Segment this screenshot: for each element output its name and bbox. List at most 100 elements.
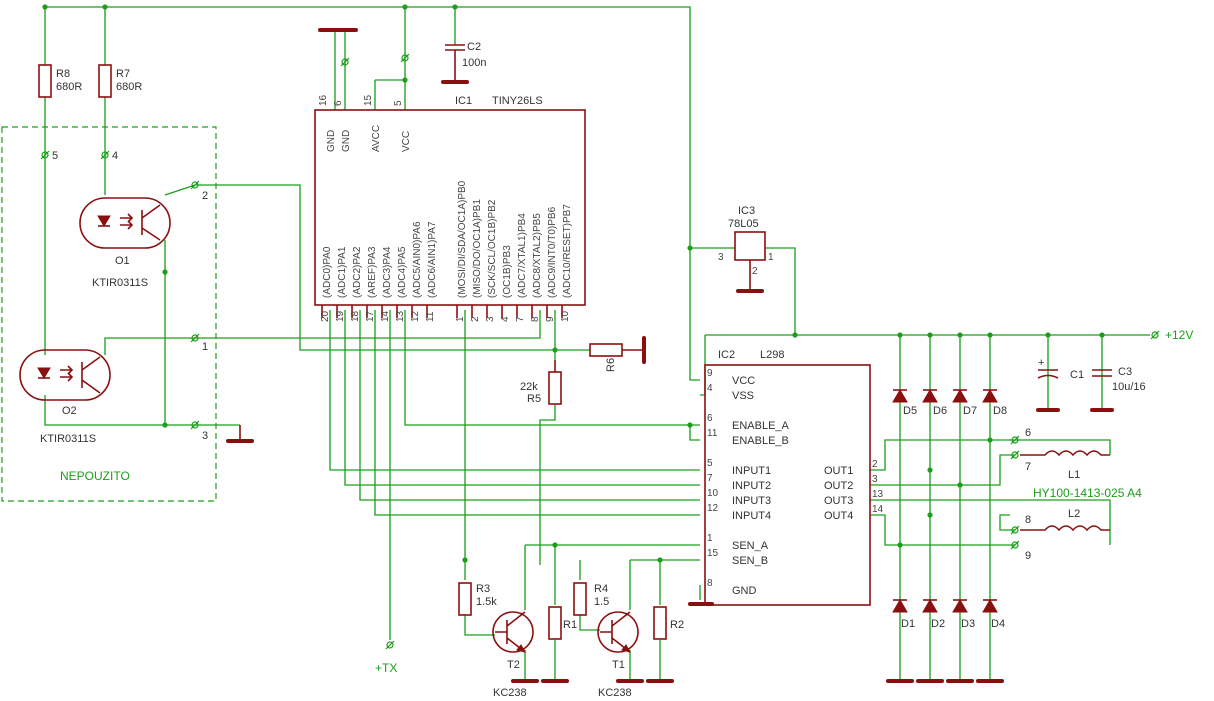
t2-name: T2 bbox=[507, 659, 520, 671]
ic1-bottom-pin-num: 4 bbox=[500, 316, 511, 322]
ic2-left-pin-label: SEN_B bbox=[732, 555, 768, 567]
ic2-right-pin-num: 13 bbox=[872, 489, 884, 500]
ic1-top-pin-label: GND bbox=[326, 130, 337, 152]
tx-label: +TX bbox=[375, 661, 397, 675]
ic3-pin-1: 1 bbox=[768, 252, 774, 263]
c3-name: C3 bbox=[1118, 366, 1132, 378]
capacitor-c3: C3 10u/16 bbox=[1090, 366, 1146, 412]
ic2-left-pin-num: 11 bbox=[707, 428, 718, 439]
ic1-bottom-pin-label: (ADC4)PA5 bbox=[397, 246, 408, 298]
connector-pin-label: 7 bbox=[1025, 461, 1031, 473]
ic1-bottom-pin-num: 14 bbox=[380, 310, 391, 322]
ic2-left-pin-label: ENABLE_A bbox=[732, 420, 790, 432]
diode-label: D5 bbox=[903, 405, 917, 417]
wires bbox=[44, 6, 1150, 680]
ic1-bottom-pin-num: 11 bbox=[425, 311, 436, 322]
c1-name: C1 bbox=[1070, 369, 1084, 381]
opto-o1: O1 KTIR0311S bbox=[79, 197, 171, 289]
ic3: IC3 78L05 3 2 1 bbox=[718, 205, 774, 293]
ic2-left-pin-label: VCC bbox=[732, 375, 755, 387]
connector-pin-label: 5 bbox=[52, 150, 58, 162]
ic1-bottom-pin-num: 8 bbox=[530, 316, 541, 322]
diode-d1: D1 bbox=[892, 599, 915, 630]
ic2-left-pins: 9VCC4VSS6ENABLE_A11ENABLE_B5INPUT17INPUT… bbox=[707, 368, 790, 597]
ic2-right-pin-label: OUT3 bbox=[824, 495, 853, 507]
resistor-r8: R8 680R bbox=[38, 64, 82, 98]
ic1-name: IC1 bbox=[455, 95, 472, 107]
r8-name: R8 bbox=[56, 68, 70, 80]
ic1-top-pin-num: 15 bbox=[363, 94, 374, 106]
ic2-name: IC2 bbox=[718, 349, 735, 361]
ic1-bottom-pin-num: 7 bbox=[515, 316, 526, 322]
resistor-r4: R4 1.5 bbox=[573, 582, 609, 616]
ic2-value: L298 bbox=[760, 349, 784, 361]
ic1-top-pin-num: 5 bbox=[393, 100, 404, 106]
l2-name: L2 bbox=[1068, 508, 1080, 520]
ic2-right-pin-num: 2 bbox=[872, 459, 878, 470]
grounds bbox=[226, 28, 1004, 683]
ic3-pin-2: 2 bbox=[752, 266, 758, 277]
coil-l2: L2 bbox=[1020, 508, 1110, 532]
ic1-bottom-pin-num: 10 bbox=[560, 310, 571, 322]
ic2-left-pin-label: GND bbox=[732, 585, 757, 597]
opto-o2: O2 KTIR0311S bbox=[19, 349, 111, 445]
r3-value: 1.5k bbox=[476, 596, 497, 608]
ic1-bottom-pin-num: 18 bbox=[350, 310, 361, 322]
diode-label: D3 bbox=[961, 618, 975, 630]
ic1-bottom-pin-label: (ADC6/AIN1)PA7 bbox=[427, 221, 438, 298]
r7-name: R7 bbox=[116, 68, 130, 80]
motor-label: HY100-1413-025 A4 bbox=[1033, 486, 1142, 500]
ic1-bottom-pin-label: (ADC5/AIN0)PA6 bbox=[412, 221, 423, 298]
transistor-t2: T2 KC238 bbox=[492, 611, 539, 699]
ic1-bottom-pin-num: 12 bbox=[410, 310, 421, 322]
r3-name: R3 bbox=[476, 583, 490, 595]
diode-d5: D5 bbox=[892, 389, 917, 417]
ic1-bottom-pin-label: (ADC10/RESET)PB7 bbox=[562, 204, 573, 298]
ic2-left-pin-label: INPUT2 bbox=[732, 480, 771, 492]
ic2-right-pin-label: OUT1 bbox=[824, 465, 853, 477]
ic2-left-pin-label: INPUT1 bbox=[732, 465, 771, 477]
diode-label: D6 bbox=[933, 405, 947, 417]
ic1-top-pin-label: AVCC bbox=[371, 125, 382, 152]
diode-d6: D6 bbox=[922, 389, 947, 417]
ic1-bottom-pin-num: 20 bbox=[320, 310, 331, 322]
ic2-right-pin-num: 3 bbox=[872, 474, 878, 485]
ic2-left-pin-label: INPUT3 bbox=[732, 495, 771, 507]
r8-value: 680R bbox=[56, 81, 82, 93]
ic1-bottom-pin-label: (OC1B)PB3 bbox=[502, 245, 513, 298]
diode-d2: D2 bbox=[922, 599, 945, 630]
ic1-bottom-pin-num: 3 bbox=[485, 316, 496, 322]
resistor-r2: R2 bbox=[653, 606, 684, 640]
ic2-left-pin-label: VSS bbox=[732, 390, 754, 402]
ic1-bottom-pin-num: 9 bbox=[545, 316, 556, 322]
resistor-r7: R7 680R bbox=[98, 64, 142, 98]
c2-name: C2 bbox=[467, 41, 481, 53]
ic1-top-pin-num: 6 bbox=[333, 100, 344, 106]
ic2-left-pin-num: 6 bbox=[707, 413, 713, 424]
ic2-right-pin-num: 14 bbox=[872, 504, 884, 515]
diode-d8: D8 bbox=[982, 389, 1007, 417]
r2-name: R2 bbox=[670, 619, 684, 631]
t1-value: KC238 bbox=[598, 687, 632, 699]
diode-d4: D4 bbox=[982, 599, 1005, 630]
capacitor-c1: + C1 bbox=[1036, 357, 1084, 412]
o2-name: O2 bbox=[62, 405, 77, 417]
resistor-r5: 22k R5 bbox=[520, 360, 562, 405]
c2-value: 100n bbox=[462, 57, 486, 69]
diode-label: D8 bbox=[993, 405, 1007, 417]
resistor-r3: R3 1.5k bbox=[458, 582, 497, 616]
ic2-left-pin-label: ENABLE_B bbox=[732, 435, 789, 447]
ic2-left-pin-num: 12 bbox=[707, 503, 719, 514]
ic1-bottom-pin-num: 13 bbox=[395, 310, 406, 322]
ic1-top-pin-label: VCC bbox=[401, 131, 412, 152]
diode-d3: D3 bbox=[952, 599, 975, 630]
ic1-bottom-pin-label: (ADC7/XTAL1)PB4 bbox=[517, 213, 528, 298]
r6-name: R6 bbox=[605, 358, 617, 372]
diode-label: D7 bbox=[963, 405, 977, 417]
ic2-left-pin-label: SEN_A bbox=[732, 540, 769, 552]
ic1-top-pin-label: GND bbox=[341, 130, 352, 152]
ic1-bottom-pins: 20(ADC0)PA019(ADC1)PA118(ADC2)PA217(AREF… bbox=[320, 180, 573, 322]
o1-value: KTIR0311S bbox=[92, 277, 148, 289]
